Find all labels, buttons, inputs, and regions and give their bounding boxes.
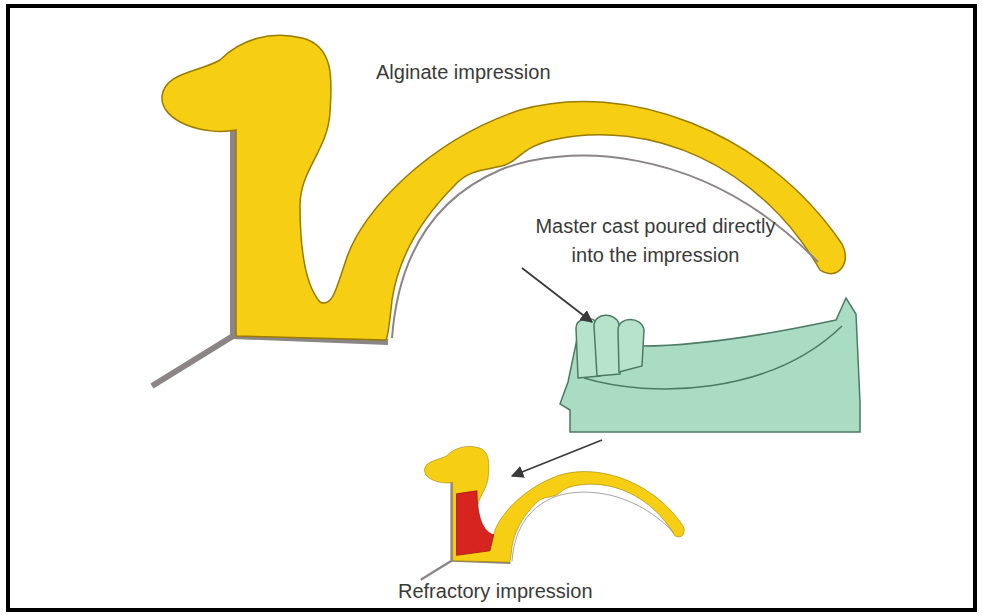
refractory-impression (421, 446, 684, 579)
leader-line (522, 268, 592, 322)
part-label: Master cast poured directly into the imp… (528, 212, 783, 270)
master-cast (560, 298, 860, 432)
part-label: Alginate impression (376, 58, 636, 87)
part-label: Refractory impression (398, 577, 658, 606)
frame (8, 6, 975, 610)
leader-line (512, 440, 602, 476)
alginate-impression (152, 35, 845, 386)
